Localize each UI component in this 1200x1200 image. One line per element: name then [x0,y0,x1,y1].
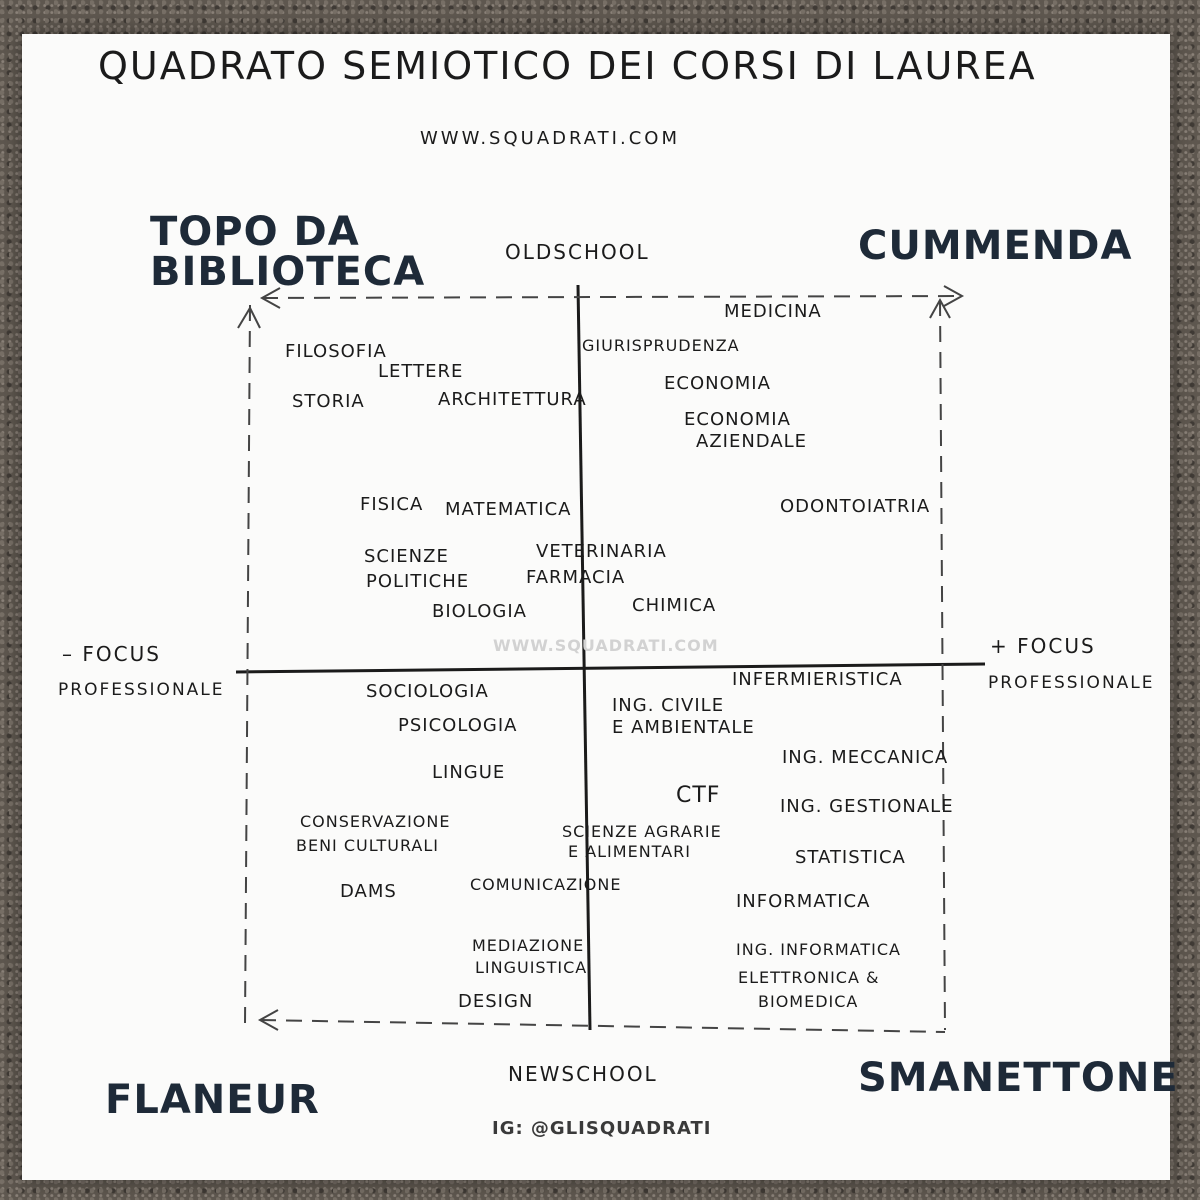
axis-top-label: OLDSCHOOL [505,240,650,264]
corner-bottom-left: FLANEUR [105,1077,320,1123]
course-farmacia: FARMACIA [526,567,626,588]
course-ing-informatica-2: ELETTRONICA & [738,968,880,987]
course-architettura: ARCHITETTURA [438,389,587,410]
course-lettere: LETTERE [378,361,464,382]
frame-right [939,299,946,1031]
course-economia-aziendale-2: AZIENDALE [696,431,808,452]
course-ing-informatica-1: ING. INFORMATICA [736,940,901,959]
arrow-top-left [259,287,281,309]
arrow-top-right [943,285,965,307]
course-infermieristica: INFERMIERISTICA [732,669,903,690]
arrow-left-up [237,305,261,329]
course-scienze-politiche-1: SCIENZE [364,546,449,567]
course-conservazione-1: CONSERVAZIONE [300,812,451,831]
course-ing-meccanica: ING. MECCANICA [782,747,949,768]
course-filosofia: FILOSOFIA [285,341,387,362]
course-scienze-agrarie-2: E ALIMENTARI [568,842,691,861]
course-statistica: STATISTICA [795,847,906,868]
course-medicina: MEDICINA [724,301,822,322]
course-ctf: CTF [676,783,721,808]
page-title: QUADRATO SEMIOTICO DEI CORSI DI LAUREA [98,44,1037,88]
course-scienze-agrarie-1: SCIENZE AGRARIE [562,822,722,841]
course-conservazione-2: BENI CULTURALI [296,836,439,855]
course-scienze-politiche-2: POLITICHE [366,571,470,592]
course-storia: STORIA [292,391,365,412]
watermark: WWW.SQUADRATI.COM [493,636,719,655]
course-ing-civile-1: ING. CIVILE [612,695,725,716]
axis-left-label-2: PROFESSIONALE [58,680,225,700]
course-giurisprudenza: GIURISPRUDENZA [582,336,740,355]
course-mediazione-2: LINGUISTICA [475,958,588,977]
course-biologia: BIOLOGIA [432,601,527,622]
horizontal-axis [235,662,986,674]
course-ing-civile-2: E AMBIENTALE [612,717,755,738]
website-url: WWW.SQUADRATI.COM [420,128,680,149]
vertical-axis [576,284,592,1031]
corner-bottom-right: SMANETTONE [858,1055,1179,1101]
paper-sheet [22,34,1170,1180]
axis-bottom-label: NEWSCHOOL [508,1062,658,1086]
course-veterinaria: VETERINARIA [536,541,667,562]
arrow-bottom-left [257,1009,279,1031]
course-matematica: MATEMATICA [445,499,572,520]
frame-left [244,304,251,1026]
course-odontoiatria: ODONTOIATRIA [780,496,931,517]
course-sociologia: SOCIOLOGIA [366,681,489,702]
course-dams: DAMS [340,881,397,902]
axis-right-label-2: PROFESSIONALE [988,673,1155,693]
course-fisica: FISICA [360,494,424,515]
axis-left-label-1: – FOCUS [62,642,161,666]
course-ing-gestionale: ING. GESTIONALE [780,796,954,817]
course-economia-aziendale-1: ECONOMIA [684,409,791,430]
course-psicologia: PSICOLOGIA [398,715,518,736]
instagram-handle: IG: @GLISQUADRATI [492,1118,712,1139]
frame-top [261,295,961,299]
course-informatica: INFORMATICA [736,891,871,912]
course-mediazione-1: MEDIAZIONE [472,936,585,955]
axis-right-label-1: + FOCUS [990,634,1096,658]
course-comunicazione: COMUNICAZIONE [470,875,622,894]
course-chimica: CHIMICA [632,595,717,616]
course-economia: ECONOMIA [664,373,771,394]
corner-top-right: CUMMENDA [858,223,1133,269]
course-design: DESIGN [458,991,534,1012]
course-ing-informatica-3: BIOMEDICA [758,992,859,1011]
course-lingue: LINGUE [432,762,506,783]
frame-bottom [259,1019,946,1033]
arrow-top-right-up [929,297,951,319]
